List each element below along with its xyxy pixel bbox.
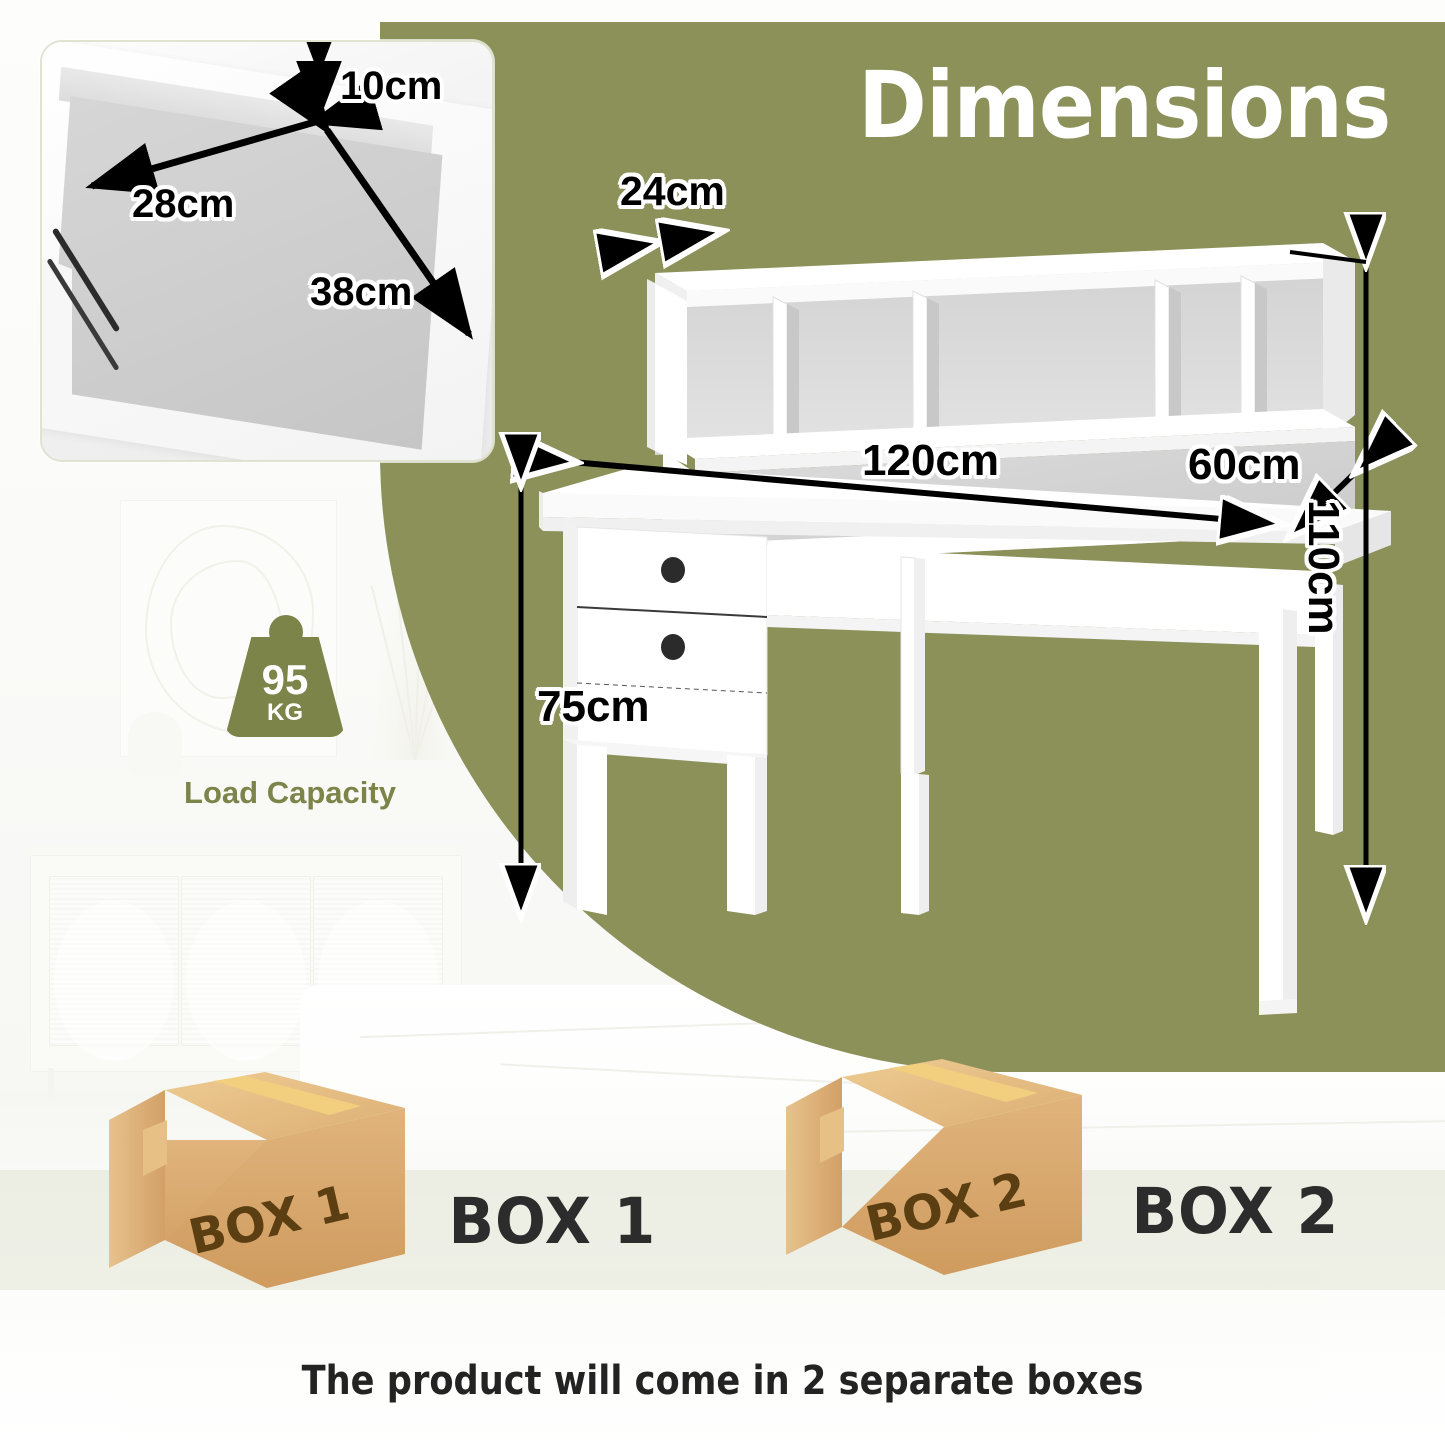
box-1-label: BOX 1 (448, 1185, 657, 1258)
drawer-closeup-inset: 10cm 28cm 38cm (40, 40, 494, 462)
box-2-icon: BOX 2 (786, 1059, 1082, 1275)
dim-label-drawer-depth: 38cm (310, 270, 413, 314)
cabinet-leg-left (48, 1068, 54, 1098)
dim-label-desktop-width: 120cm (862, 436, 1000, 485)
floor-rug (120, 1270, 1320, 1445)
dim-label-overall-height: 110cm (1299, 500, 1348, 635)
dim-label-desktop-depth: 60cm (1188, 440, 1301, 489)
dim-label-drawer-width: 28cm (132, 182, 235, 226)
cabinet-door-circle-left (54, 901, 174, 1061)
dim-label-desk-height: 75cm (537, 682, 650, 731)
box-2-figure: BOX 2 (782, 1055, 1082, 1295)
dim-label-hutch-depth: 24cm (620, 168, 725, 214)
load-capacity-unit: KG (267, 699, 303, 726)
load-capacity-label: Load Capacity (184, 775, 396, 810)
desk-illustration (515, 215, 1395, 1055)
load-capacity-value: 95 (261, 656, 309, 703)
packaging-caption: The product will come in 2 separate boxe… (301, 1358, 1144, 1404)
inset-dimension-arrows (85, 42, 473, 340)
cabinet-door-circle-mid (186, 901, 306, 1061)
cabinet-door-left (49, 876, 179, 1061)
drawer-knob-bottom (661, 634, 685, 660)
page-title: Dimensions (857, 52, 1391, 159)
box-2-label: BOX 2 (1131, 1175, 1340, 1248)
vase (128, 712, 182, 776)
weight-icon-handle (269, 615, 303, 649)
box-1-icon: BOX 1 (109, 1072, 405, 1288)
cabinet-door-mid (181, 876, 311, 1061)
load-capacity-badge: 95 KG (225, 615, 345, 740)
drawer-knob-top (661, 557, 685, 583)
desk-vector (539, 243, 1391, 1015)
dim-label-drawer-height: 10cm (340, 64, 443, 108)
box-1-figure: BOX 1 (105, 1068, 405, 1308)
